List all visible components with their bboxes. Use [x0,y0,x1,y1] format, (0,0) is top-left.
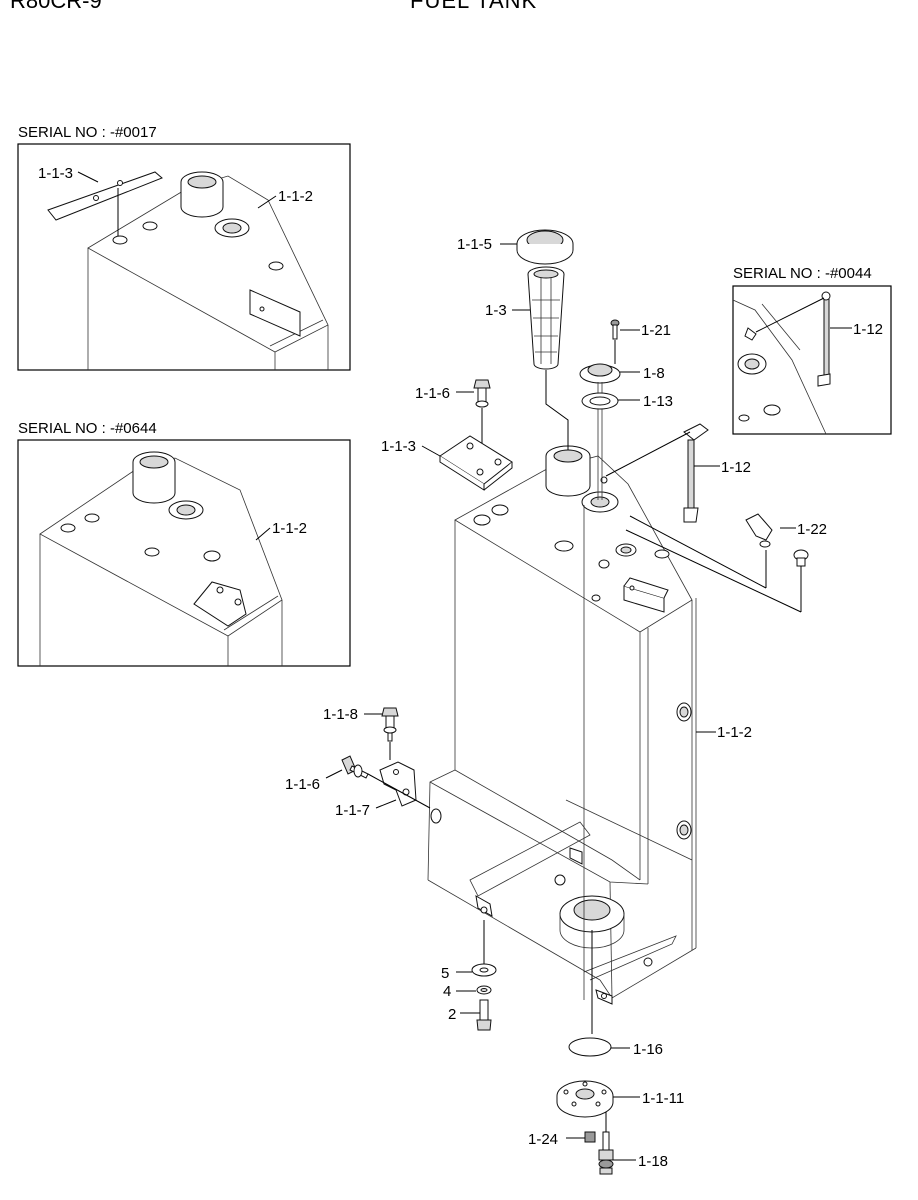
screw-1-21 [610,319,620,340]
gasket-1-13 [581,392,619,410]
filler-cap [516,229,574,265]
callout-1-22: 1-22 [797,521,827,538]
o-ring-1-16 [568,1037,612,1057]
callout-1-1-8: 1-1-8 [323,706,358,723]
callout-2: 2 [448,1006,456,1023]
callout-1-8: 1-8 [643,365,665,382]
callout-1-3: 1-3 [485,302,507,319]
callout-1-1-7: 1-1-7 [335,802,370,819]
callout-1-24: 1-24 [528,1131,558,1148]
strainer [527,266,565,370]
bolt-1-24 [584,1131,596,1143]
inset-box-1 [17,143,351,371]
bolt-1-1-6-top [473,379,491,408]
callout-1-1-11: 1-1-11 [642,1090,684,1107]
model-number: R80CR-9 [10,0,102,13]
bolt-2 [476,999,492,1031]
callout-4: 4 [443,983,451,1000]
callout-5: 5 [441,965,449,982]
lock-washer-4 [476,985,492,995]
serial-note-2: SERIAL NO : -#0644 [18,420,157,437]
callout-1-12-box3: 1-12 [853,321,883,338]
callout-1-12: 1-12 [721,459,751,476]
callout-1-16: 1-16 [633,1041,663,1058]
inset-box-3 [732,285,892,435]
fuel-tank-body [427,445,697,1005]
serial-note-3: SERIAL NO : -#0044 [733,265,872,282]
mounting-plate [439,435,513,491]
callout-1-18: 1-18 [638,1153,668,1170]
callout-1-1-2-box2: 1-1-2 [272,520,307,537]
bolt-1-1-8 [381,707,399,742]
callout-1-1-2-box1: 1-1-2 [278,188,313,205]
drain-plug [598,1131,614,1175]
callout-1-1-2-tank: 1-1-2 [717,724,752,741]
inset-box-2 [17,439,351,667]
level-gauge [683,423,709,523]
washer-5 [471,963,497,977]
elbow-fitting [745,513,773,548]
fuel-sender-unit [579,363,621,384]
callout-1-1-6-side: 1-1-6 [285,776,320,793]
callout-1-1-6-top: 1-1-6 [415,385,450,402]
callout-1-1-5: 1-1-5 [457,236,492,253]
plug-fitting [793,549,809,567]
drain-cover [556,1080,614,1118]
callout-1-21: 1-21 [641,322,671,339]
serial-note-1: SERIAL NO : -#0017 [18,124,157,141]
callout-1-1-3-box1: 1-1-3 [38,165,73,182]
callout-1-1-3: 1-1-3 [381,438,416,455]
callout-1-13: 1-13 [643,393,673,410]
page-title: FUEL TANK [410,0,538,13]
bolt-1-1-6-side [341,755,369,779]
